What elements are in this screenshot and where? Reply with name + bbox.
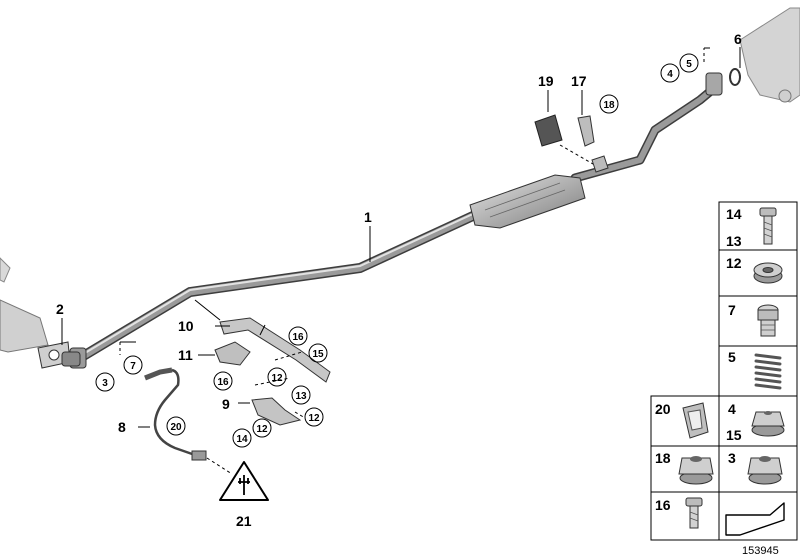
callout-19: 19 bbox=[538, 73, 554, 89]
mounting-brackets bbox=[194, 299, 331, 426]
callout-4: 4 bbox=[667, 69, 673, 80]
callout-9: 9 bbox=[222, 396, 230, 412]
callout-1: 1 bbox=[364, 209, 372, 225]
legend-20: 20 bbox=[655, 401, 671, 417]
spring-icon bbox=[754, 353, 782, 390]
legend-18: 18 bbox=[655, 450, 671, 466]
oxygen-sensor bbox=[119, 341, 233, 475]
parts-legend: 14 13 12 7 5 20 4 15 18 3 16 bbox=[650, 201, 798, 541]
callout-10: 10 bbox=[178, 318, 194, 334]
callout-7: 7 bbox=[130, 361, 136, 372]
legend-12: 12 bbox=[726, 255, 742, 271]
arrow-icon bbox=[725, 502, 785, 536]
legend-15: 15 bbox=[726, 427, 742, 443]
legend-13: 13 bbox=[726, 233, 742, 249]
callout-3: 3 bbox=[102, 378, 108, 389]
legend-7: 7 bbox=[728, 302, 736, 318]
callout-12c: 12 bbox=[256, 424, 268, 435]
callout-16b: 16 bbox=[217, 377, 229, 388]
legend-5: 5 bbox=[728, 349, 736, 365]
plug-icon bbox=[757, 304, 779, 337]
flange-nut-icon-4 bbox=[751, 411, 785, 437]
rear-clamp bbox=[703, 47, 741, 96]
callout-21: 21 bbox=[236, 513, 252, 529]
callout-16a: 16 bbox=[292, 332, 304, 343]
bolt-icon bbox=[759, 207, 777, 245]
callout-6: 6 bbox=[734, 31, 742, 47]
exhaust-pipe bbox=[69, 85, 717, 369]
legend-4: 4 bbox=[728, 401, 736, 417]
screw-icon-16 bbox=[685, 497, 703, 529]
callout-14: 14 bbox=[236, 434, 248, 445]
callout-8: 8 bbox=[118, 419, 126, 435]
callout-2: 2 bbox=[56, 301, 64, 317]
callout-12b: 12 bbox=[308, 413, 320, 424]
circled-callouts: 3 4 5 7 12 12 12 13 14 15 16 16 18 20 bbox=[95, 53, 699, 448]
rear-hanger bbox=[534, 114, 609, 173]
reference-number: 153945 bbox=[742, 545, 779, 557]
callout-17: 17 bbox=[571, 73, 587, 89]
washer-icon bbox=[753, 262, 783, 284]
leader-lines bbox=[61, 47, 741, 428]
callout-20: 20 bbox=[170, 422, 182, 433]
flange-nut-icon-3 bbox=[747, 456, 783, 485]
callout-12a: 12 bbox=[271, 373, 283, 384]
legend-3: 3 bbox=[728, 450, 736, 466]
callout-18: 18 bbox=[603, 100, 615, 111]
front-gasket bbox=[37, 341, 81, 369]
center-silencer bbox=[469, 174, 586, 229]
legend-14: 14 bbox=[726, 206, 742, 222]
callout-5: 5 bbox=[686, 59, 692, 70]
rear-muffler-fragment bbox=[739, 7, 800, 103]
flange-nut-icon-18 bbox=[678, 456, 714, 485]
legend-16: 16 bbox=[655, 497, 671, 513]
callout-15: 15 bbox=[312, 349, 324, 360]
callout-13: 13 bbox=[295, 391, 307, 402]
front-converter-fragment bbox=[0, 257, 49, 353]
callout-11: 11 bbox=[178, 347, 193, 363]
connector-warning-icon bbox=[219, 461, 269, 501]
clip-nut-icon bbox=[682, 402, 709, 439]
